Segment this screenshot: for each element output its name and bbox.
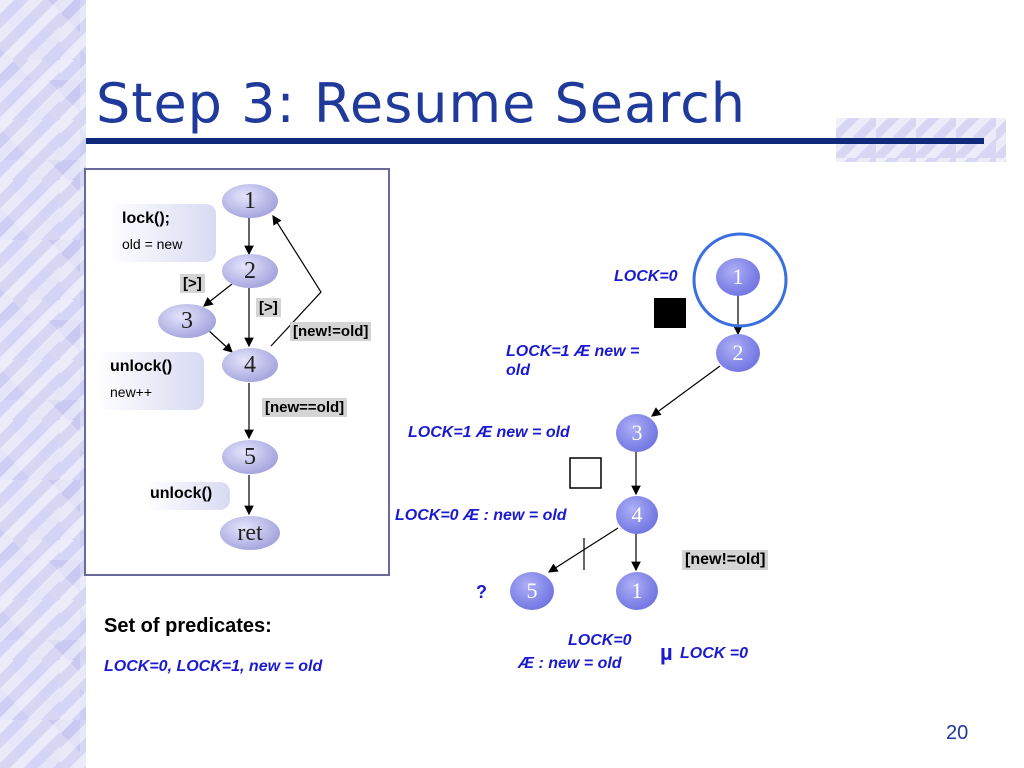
tree-node-1-root: 1 (716, 258, 760, 296)
cfg-node-4: 4 (222, 348, 278, 382)
cfg-edge-3-4 (207, 329, 233, 353)
tree-edge-2-3 (651, 365, 721, 417)
unlock-box-2-label: unlock() (150, 485, 213, 502)
unlock-box-2: unlock() (146, 482, 230, 510)
left-decorative-strip (0, 0, 86, 768)
cfg-tag-gt-2: [>] (256, 298, 281, 317)
tree-node-5: 5 (510, 572, 554, 610)
cfg-tag-neq: [new!=old] (290, 322, 372, 341)
slide-title: Step 3: Resume Search (96, 72, 747, 135)
unlock-box-line2: new++ (110, 384, 153, 400)
tree-node-3: 3 (616, 414, 658, 452)
cfg-tag-gt-1: [>] (180, 274, 205, 293)
cfg-node-2: 2 (222, 254, 278, 288)
highlight-circle (692, 232, 788, 328)
label-bottom-line1: LOCK=0 (568, 632, 632, 649)
page-number: 20 (946, 722, 969, 744)
cfg-tag-eq: [new==old] (262, 398, 348, 417)
tree-tag-neq: [new!=old] (682, 550, 769, 570)
label-mu-rhs: LOCK =0 (680, 645, 749, 662)
unlock-box: unlock() new++ (96, 352, 204, 410)
label-lock1-newold-line1: LOCK=1 Æ new = (506, 343, 640, 360)
cfg-node-1: 1 (222, 184, 278, 218)
tree-node-2: 2 (716, 334, 760, 372)
cfg-node-ret: ret (220, 516, 280, 550)
label-mu-symbol: µ (660, 640, 673, 665)
cfg-edge-4-1-back (270, 214, 322, 347)
tree-node-1-leaf: 1 (616, 572, 658, 610)
white-square (569, 457, 602, 489)
black-square (654, 298, 686, 328)
predicates-heading: Set of predicates: (104, 615, 272, 637)
lock-box-line2: old = new (122, 236, 183, 252)
lock-box: lock(); old = new (108, 204, 216, 262)
tree-node-4: 4 (616, 496, 658, 534)
label-question: ? (476, 582, 487, 602)
label-bottom-line2: Æ : new = old (518, 655, 622, 672)
lock-box-line1: lock(); (122, 210, 170, 227)
label-lock0-notnew: LOCK=0 Æ : new = old (395, 507, 567, 524)
cfg-node-3: 3 (158, 304, 216, 338)
label-lock0-top: LOCK=0 (614, 268, 678, 285)
predicates-list: LOCK=0, LOCK=1, new = old (104, 658, 323, 675)
cfg-edge-2-3 (203, 283, 233, 307)
label-lock1-newold-line2: old (506, 362, 530, 379)
title-underline (86, 138, 984, 144)
cfg-node-5: 5 (222, 440, 278, 474)
label-lock1-newold-b: LOCK=1 Æ new = old (408, 424, 570, 441)
unlock-box-line1: unlock() (110, 358, 173, 375)
